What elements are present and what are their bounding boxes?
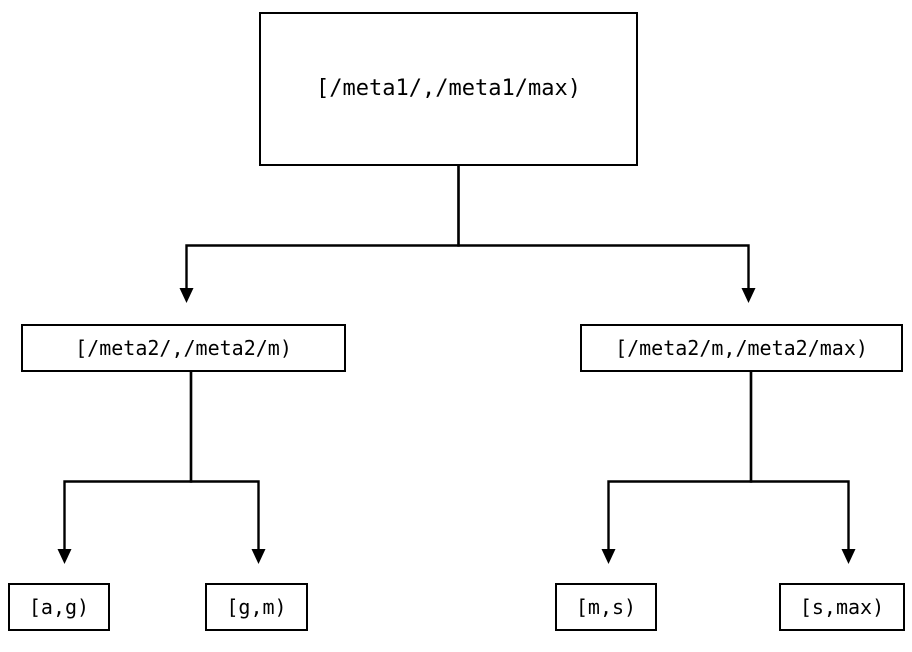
edge-mid-left-to-leaf-gm [189, 372, 266, 564]
edge-mid-right-to-leaf-smax [749, 372, 856, 564]
arrowhead-icon [841, 549, 856, 564]
node-leaf-ag[interactable]: [a,g) [8, 583, 110, 631]
node-mid-left-label: [/meta2/,/meta2/m) [75, 336, 292, 360]
arrowhead-icon [741, 288, 756, 303]
node-root-label: [/meta1/,/meta1/max) [316, 76, 581, 101]
node-leaf-smax[interactable]: [s,max) [779, 583, 905, 631]
edge-mid-left-to-leaf-ag [57, 372, 193, 564]
edge-root-to-mid-right [457, 166, 756, 303]
node-leaf-gm-label: [g,m) [226, 595, 287, 619]
arrowhead-icon [179, 288, 194, 303]
node-mid-left[interactable]: [/meta2/,/meta2/m) [21, 324, 346, 372]
node-leaf-ms[interactable]: [m,s) [555, 583, 657, 631]
node-leaf-ms-label: [m,s) [575, 595, 637, 619]
node-mid-right[interactable]: [/meta2/m,/meta2/max) [580, 324, 903, 372]
node-leaf-ag-label: [a,g) [28, 595, 90, 619]
edge-root-to-mid-left [179, 166, 460, 303]
node-mid-right-label: [/meta2/m,/meta2/max) [615, 336, 868, 360]
arrowhead-icon [251, 549, 266, 564]
arrowhead-icon [57, 549, 72, 564]
arrowhead-icon [601, 549, 616, 564]
edge-mid-right-to-leaf-ms [601, 372, 753, 564]
node-leaf-smax-label: [s,max) [799, 595, 885, 619]
node-root[interactable]: [/meta1/,/meta1/max) [259, 12, 638, 166]
node-leaf-gm[interactable]: [g,m) [205, 583, 308, 631]
